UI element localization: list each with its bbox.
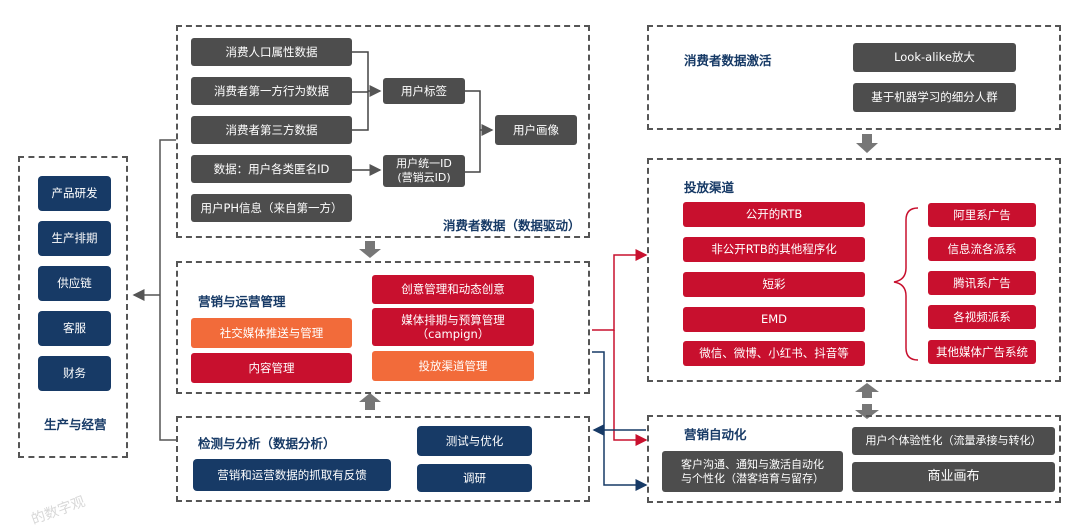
business-canvas: 商业画布 xyxy=(852,462,1055,492)
item-finance: 财务 xyxy=(38,356,111,391)
channel-emd: EMD xyxy=(683,307,865,332)
content-mgmt: 内容管理 xyxy=(191,353,352,383)
user-portrait: 用户画像 xyxy=(495,115,577,145)
channel-alibaba-ads: 阿里系广告 xyxy=(928,203,1036,227)
marketing-ops-panel xyxy=(176,261,590,394)
item-product-rd: 产品研发 xyxy=(38,176,111,211)
research: 调研 xyxy=(417,464,532,492)
social-media-mgmt: 社交媒体推送与管理 xyxy=(191,318,352,348)
creative-mgmt: 创意管理和动态创意 xyxy=(372,275,534,304)
user-tag: 用户标签 xyxy=(383,78,465,104)
source-demographics: 消费人口属性数据 xyxy=(191,38,352,66)
channels-panel xyxy=(647,158,1061,382)
channel-social-platforms: 微信、微博、小红书、抖音等 xyxy=(683,341,865,366)
activation-panel xyxy=(647,25,1061,130)
data-feedback: 营销和运营数据的抓取有反馈 xyxy=(193,459,391,491)
automation-panel xyxy=(647,415,1061,503)
source-anonymous-ids: 数据：用户各类匿名ID xyxy=(191,155,352,183)
activation-title: 消费者数据激活 xyxy=(684,53,772,68)
lookalike-expansion: Look-alike放大 xyxy=(853,43,1016,72)
channel-tencent-ads: 腾讯系广告 xyxy=(928,271,1036,295)
test-optimize: 测试与优化 xyxy=(417,426,532,456)
channel-public-rtb: 公开的RTB xyxy=(683,202,865,227)
consumer-data-title: 消费者数据（数据驱动） xyxy=(443,218,581,233)
item-production-schedule: 生产排期 xyxy=(38,221,111,256)
analysis-title: 检测与分析（数据分析） xyxy=(198,436,336,451)
production-title: 生产与经营 xyxy=(44,417,107,432)
item-supply-chain: 供应链 xyxy=(38,266,111,301)
marketing-ops-title: 营销与运营管理 xyxy=(198,294,286,309)
channel-feed-ads: 信息流各派系 xyxy=(928,237,1036,261)
media-plan-budget: 媒体排期与预算管理 （campign） xyxy=(372,308,534,346)
channel-sms: 短彩 xyxy=(683,272,865,297)
item-customer-service: 客服 xyxy=(38,311,111,346)
source-ph-info: 用户PH信息（来自第一方） xyxy=(191,194,352,222)
channel-private-programmatic: 非公开RTB的其他程序化 xyxy=(683,237,865,262)
channel-mgmt: 投放渠道管理 xyxy=(372,351,534,381)
consumer-data-panel xyxy=(176,25,590,238)
user-experience-personalization: 用户个体验性化（流量承接与转化） xyxy=(852,427,1055,455)
channel-video-ads: 各视频派系 xyxy=(928,305,1036,329)
channels-title: 投放渠道 xyxy=(684,180,735,195)
source-first-party-behavior: 消费者第一方行为数据 xyxy=(191,77,352,105)
production-panel xyxy=(18,156,128,458)
unified-id: 用户统一ID (营销云ID) xyxy=(383,155,465,187)
ml-segmentation: 基于机器学习的细分人群 xyxy=(853,83,1016,112)
automation-title: 营销自动化 xyxy=(684,427,747,442)
analysis-panel xyxy=(176,416,590,502)
customer-comms-automation: 客户沟通、通知与激活自动化 与个性化（潜客培育与留存） xyxy=(662,451,843,492)
source-third-party: 消费者第三方数据 xyxy=(191,116,352,144)
channel-other-media: 其他媒体广告系统 xyxy=(928,340,1036,364)
